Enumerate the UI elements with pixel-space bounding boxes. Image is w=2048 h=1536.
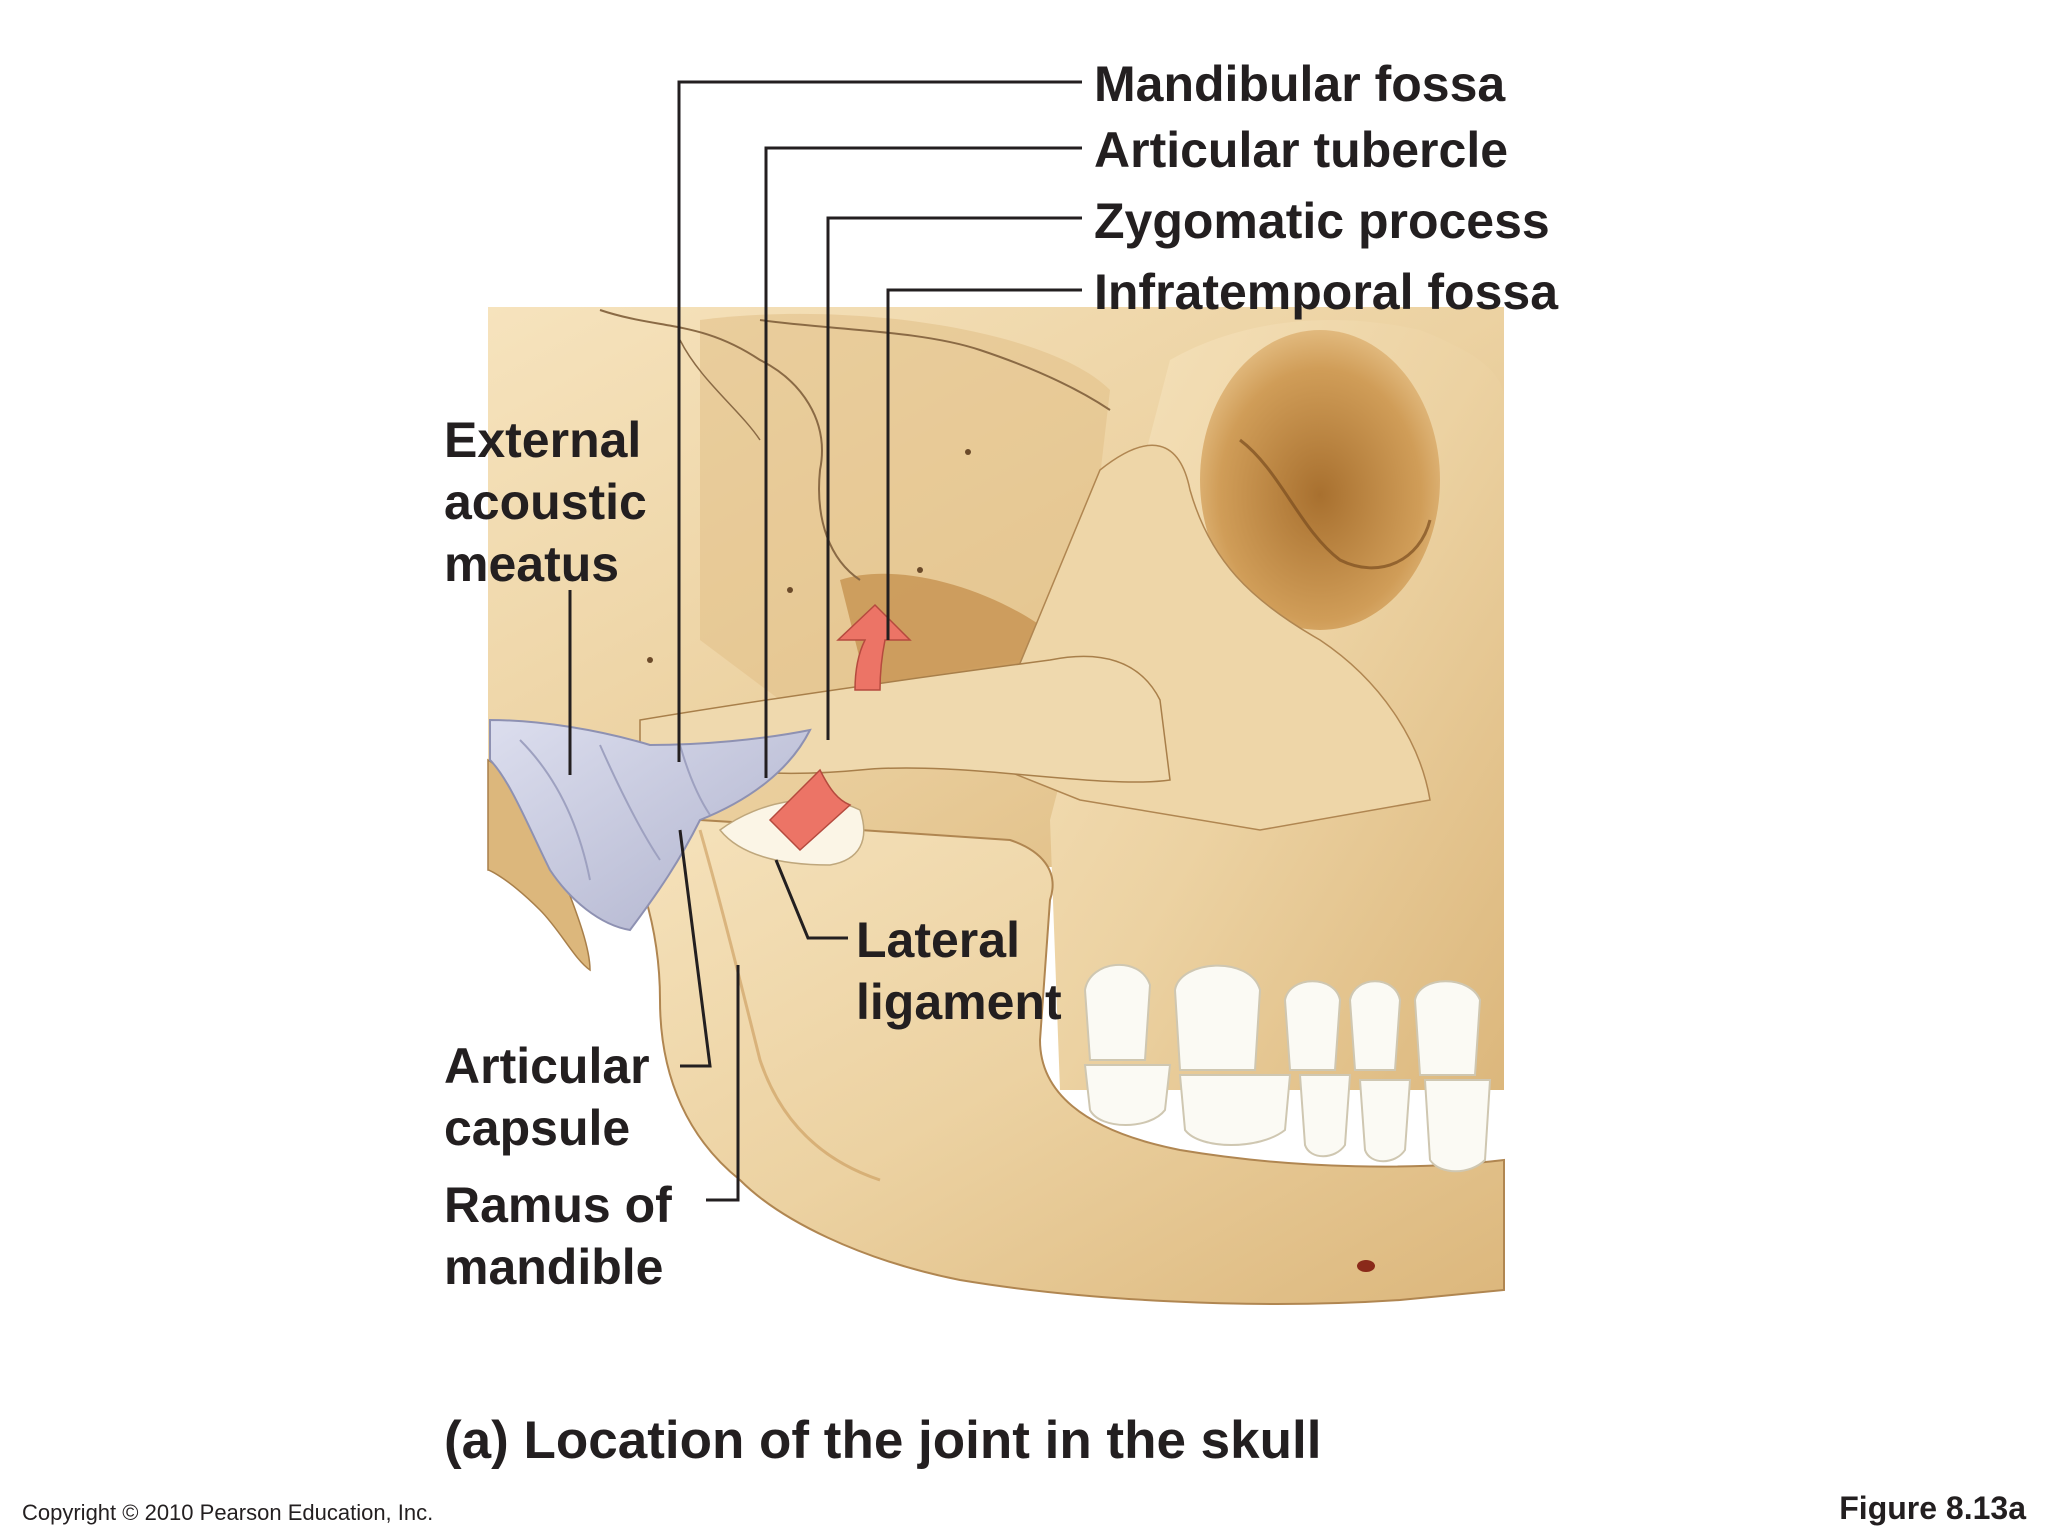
- label-infratemporal-fossa: Infratemporal fossa: [1094, 264, 1559, 320]
- label-line: capsule: [444, 1100, 631, 1156]
- label-ramus-of-mandible: Ramus of mandible: [444, 1174, 672, 1298]
- leader-articular-tubercle: [764, 146, 1082, 778]
- mandible: [597, 798, 1505, 1305]
- label-zygomatic-process: Zygomatic process: [1094, 193, 1550, 249]
- label-lateral-ligament: Lateral ligament: [856, 909, 1062, 1033]
- copyright-notice: Copyright © 2010 Pearson Education, Inc.: [22, 1500, 434, 1525]
- label-line: Ramus of: [444, 1177, 672, 1233]
- label-articular-capsule: Articular capsule: [444, 1035, 650, 1159]
- leader-articular-capsule: [678, 829, 712, 1068]
- orbit: [1200, 330, 1440, 630]
- movement-arrows: [768, 603, 912, 852]
- label-external-acoustic-meatus: External acoustic meatus: [444, 409, 647, 595]
- leader-infratemporal-fossa: [886, 288, 1082, 640]
- leader-lateral-ligament: [774, 859, 848, 940]
- face-region: [639, 320, 1504, 1090]
- label-line: meatus: [444, 536, 620, 592]
- label-line: acoustic: [444, 474, 647, 530]
- label-line: External: [444, 412, 642, 468]
- label-line: ligament: [856, 974, 1062, 1030]
- arrow-up: [836, 603, 912, 691]
- label-line: Articular: [444, 1038, 650, 1094]
- label-articular-tubercle: Articular tubercle: [1094, 122, 1509, 178]
- figure-number: Figure 8.13a: [1839, 1490, 2026, 1526]
- label-line: Lateral: [856, 912, 1020, 968]
- upper-teeth: [1083, 963, 1482, 1076]
- label-line: mandible: [444, 1239, 664, 1295]
- leader-mandibular-fossa: [677, 80, 1082, 762]
- lower-teeth: [1083, 1064, 1492, 1173]
- label-mandibular-fossa: Mandibular fossa: [1094, 56, 1506, 112]
- leader-zygomatic-process: [826, 216, 1082, 740]
- leader-ramus-of-mandible: [706, 965, 740, 1202]
- figure-caption: (a) Location of the joint in the skull: [444, 1411, 1322, 1470]
- leader-lines: [568, 80, 1082, 1202]
- curved-arrow-lower: [768, 768, 852, 852]
